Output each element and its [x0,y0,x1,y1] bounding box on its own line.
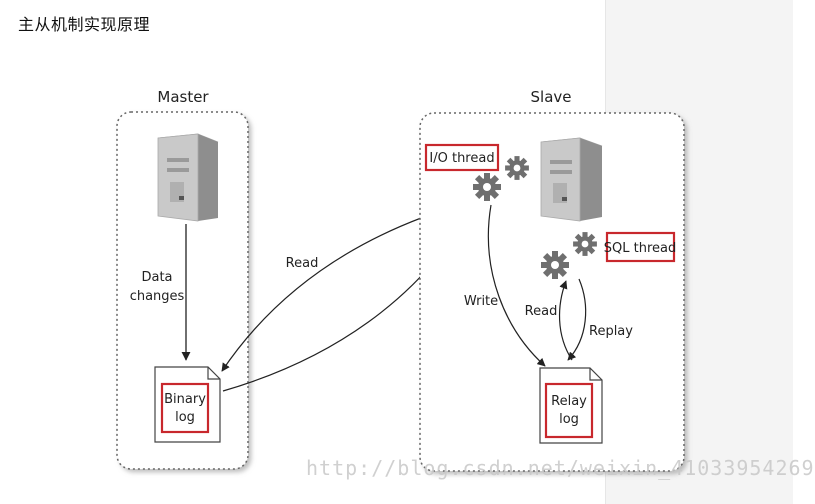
relay-log-document: Relay log [539,367,603,444]
replay-arrow [567,278,587,361]
slave-frame [419,112,685,472]
replay-label: Replay [589,324,633,339]
read-label-main: Read [286,256,319,271]
relay-log-label-line2: log [559,412,579,427]
write-label: Write [464,294,498,309]
sql-thread-box [605,231,676,263]
page-title: 主从机制实现原理 [18,15,151,34]
io-thread-label: I/O thread [429,151,494,166]
data-changes-label-line2: changes [130,289,185,304]
write-arrow [487,204,546,367]
binary-log-label-line1: Binary [164,392,206,407]
data-changes-label-line1: Data [141,270,172,285]
sql-gear-icon-large [541,251,569,279]
watermark-text: http://blog.csdn.net/weixin_41033954269 [306,456,815,480]
relay-log-label-line1: Relay [551,394,587,409]
io-gear-icon-large [473,173,501,201]
slave-heading: Slave [531,88,572,106]
replication-diagram: Master Data changes Binary log Read Slav… [116,88,685,472]
slave-read-label: Read [525,304,558,319]
slave-server-icon [540,137,603,222]
io-thread-box [424,143,500,172]
sql-gear-icon-small [573,232,597,256]
io-gear-icon-small [505,156,529,180]
binary-log-document: Binary log [154,366,221,443]
master-heading: Master [157,88,209,106]
master-server-icon [157,133,219,222]
sql-thread-label: SQL thread [604,241,676,256]
binary-log-label-line2: log [175,410,195,425]
